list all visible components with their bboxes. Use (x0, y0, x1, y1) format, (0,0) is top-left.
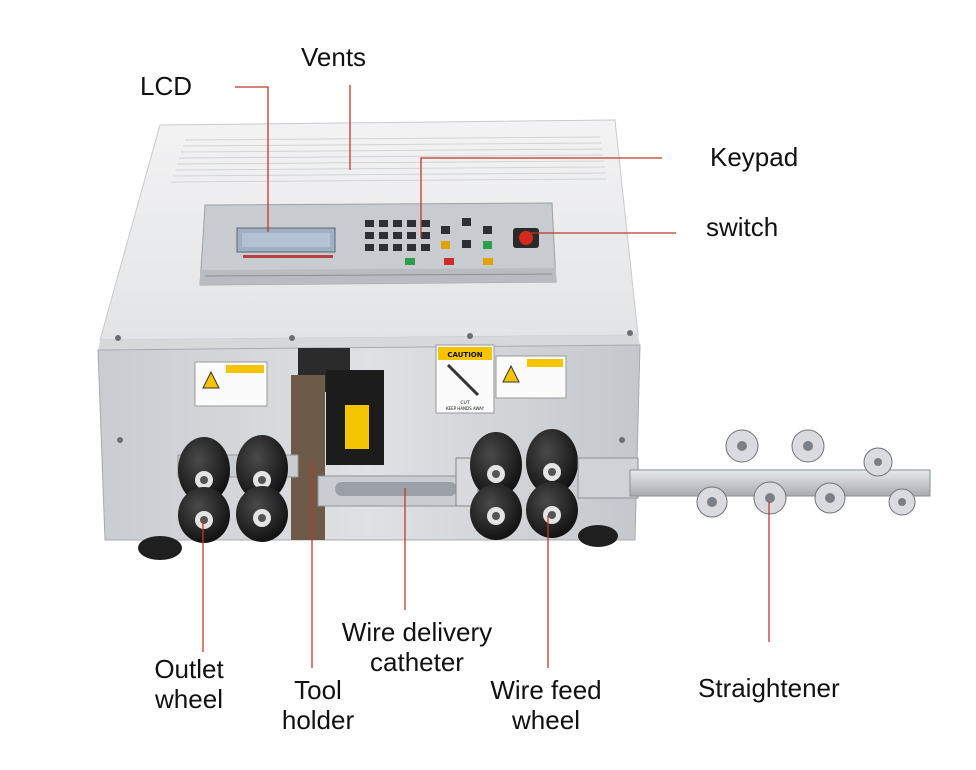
power-switch (513, 228, 539, 248)
label-straightener: Straightener (698, 673, 840, 703)
keep-hands-text: KEEP HANDS AWAY (446, 406, 485, 411)
label-vents: Vents (301, 42, 367, 72)
control-panel (199, 202, 557, 286)
straightener (577, 429, 931, 518)
label-wire-feed-wheel: Wire feed wheel (490, 675, 602, 735)
caution-sticker: CAUTION CUT KEEP HANDS AWAY (435, 344, 495, 414)
label-outlet-wheel: Outlet wheel (154, 654, 224, 714)
label-switch: switch (706, 212, 779, 242)
label-tool-holder: Tool holder (281, 675, 355, 735)
label-wire-delivery-catheter: Wire delivery catheter (341, 617, 493, 677)
warning-sticker-right (495, 355, 567, 399)
keypad-leader (420, 157, 662, 238)
cut-text: CUT (460, 400, 469, 406)
vents (170, 136, 608, 183)
leader-lines (202, 85, 770, 668)
outlet-wheels (177, 435, 299, 543)
feet (138, 525, 618, 560)
warning-sticker-left (194, 361, 268, 407)
lcd-leader (235, 86, 269, 232)
wire-feed-wheels (470, 429, 578, 540)
wire-delivery-catheter (317, 457, 479, 507)
label-keypad: Keypad (710, 142, 799, 172)
keypad (365, 218, 493, 265)
label-lcd: LCD (140, 71, 193, 101)
caution-text: CAUTION (447, 351, 482, 359)
